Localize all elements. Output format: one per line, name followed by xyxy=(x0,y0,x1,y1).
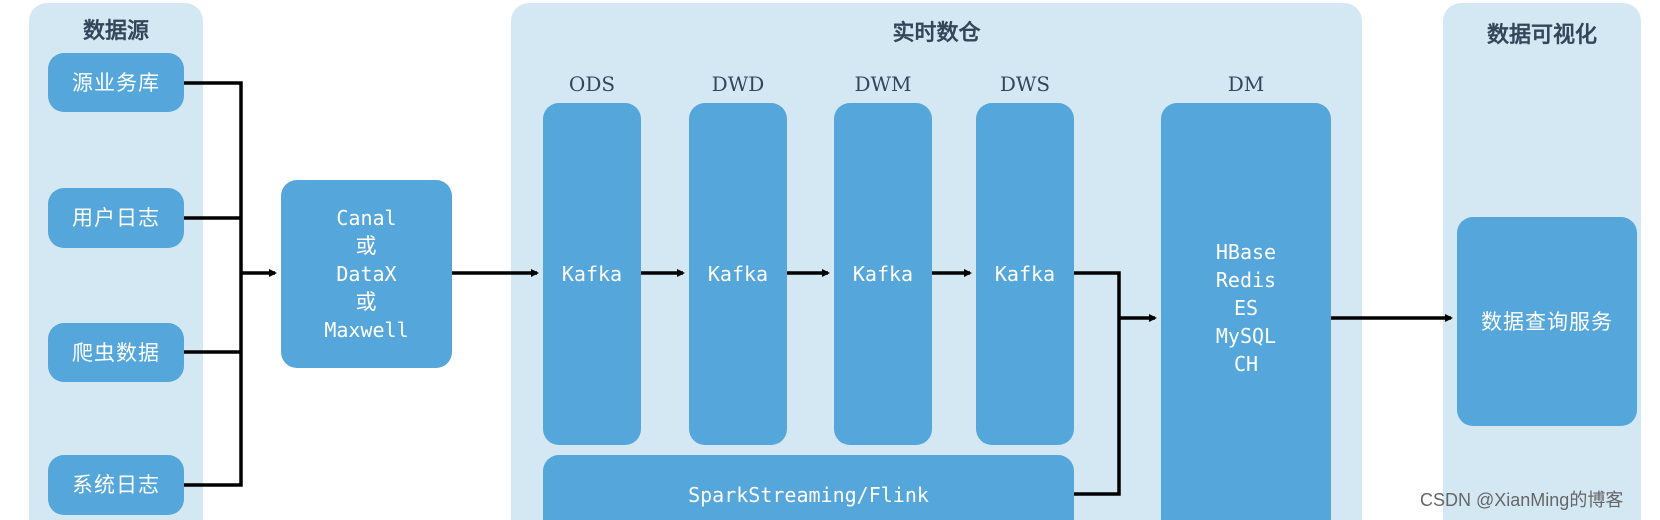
collector-line: 或 xyxy=(355,290,378,314)
collector-line: Canal xyxy=(336,206,397,230)
collector-box: Canal 或 DataX 或 Maxwell xyxy=(281,180,452,368)
dm-store: ES xyxy=(1233,296,1259,320)
layer-label-ods: ODS xyxy=(568,72,616,96)
dm-store: MySQL xyxy=(1215,324,1277,348)
stream-engine-box: SparkStreaming/Flink xyxy=(543,455,1074,520)
dwd-kafka-box: Kafka xyxy=(689,103,787,445)
dm-storage-box: HBase Redis ES MySQL CH xyxy=(1161,103,1331,520)
source-user-log: 用户日志 xyxy=(48,188,184,248)
layer-label-dm: DM xyxy=(1227,72,1265,96)
merge-line-dws-engine xyxy=(1074,271,1121,496)
panel-title: 数据可视化 xyxy=(1486,22,1597,48)
panel-title: 数据源 xyxy=(82,18,149,44)
collector-line: 或 xyxy=(355,234,378,258)
layer-label-dws: DWS xyxy=(999,72,1051,96)
layer-label-dwm: DWM xyxy=(854,72,912,96)
panel-title: 实时数仓 xyxy=(892,20,981,46)
dws-kafka-box: Kafka xyxy=(976,103,1074,445)
source-crawler-data: 爬虫数据 xyxy=(48,323,184,382)
dm-store: HBase xyxy=(1215,240,1277,264)
collector-line: Maxwell xyxy=(324,318,409,342)
collector-line: DataX xyxy=(336,262,397,286)
source-bus-line xyxy=(184,81,243,487)
query-service-box: 数据查询服务 xyxy=(1457,217,1637,426)
ods-kafka-box: Kafka xyxy=(543,103,641,445)
dwm-kafka-box: Kafka xyxy=(834,103,932,445)
dm-store: CH xyxy=(1233,352,1259,376)
watermark: CSDN @XianMing的博客 xyxy=(1420,490,1624,510)
dm-store: Redis xyxy=(1215,268,1277,292)
source-business-db: 源业务库 xyxy=(48,53,184,112)
layer-label-dwd: DWD xyxy=(711,72,765,96)
source-system-log: 系统日志 xyxy=(48,455,184,515)
